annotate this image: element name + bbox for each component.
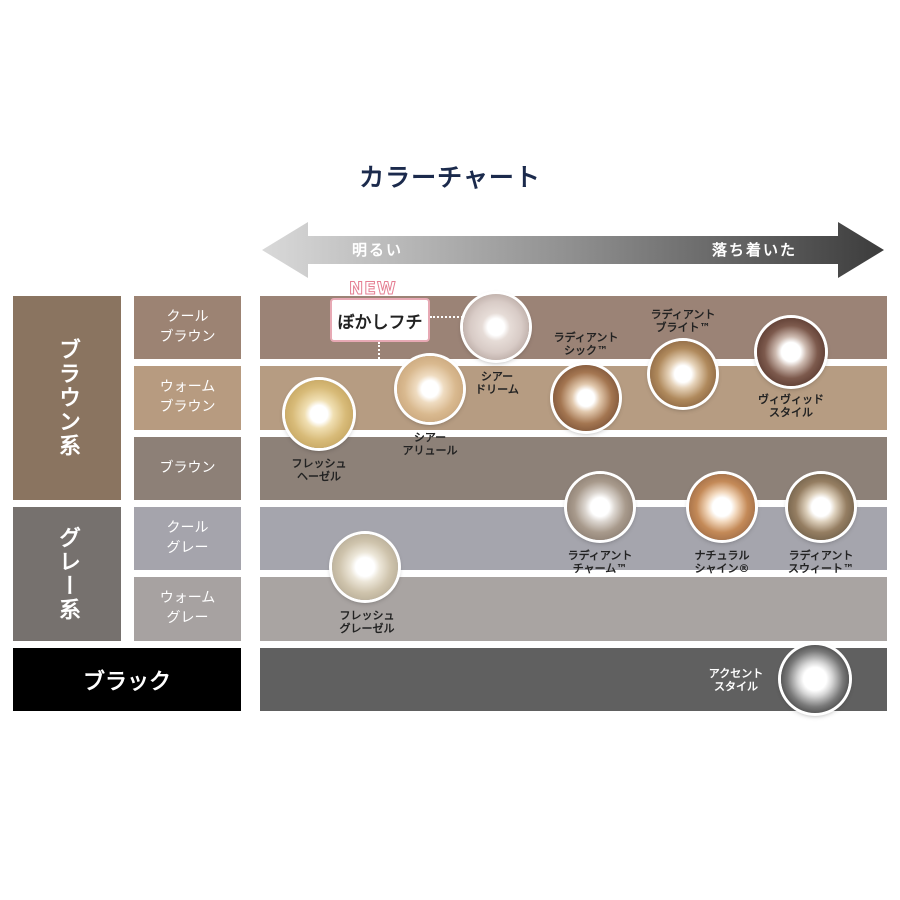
new-leader-line-right xyxy=(430,316,466,318)
group-label-brown: ブラウン系 xyxy=(55,338,80,458)
lens-label-fresh-gray-zel: フレッシュ グレーゼル xyxy=(339,609,395,636)
sub-label-warm-brown: ウォーム ブラウン xyxy=(159,379,216,415)
lens-radiant-charm xyxy=(567,474,633,540)
sub-cool-brown: クール ブラウン xyxy=(134,296,241,359)
sub-label-cool-gray: クール グレー xyxy=(166,519,209,556)
page-title: カラーチャート xyxy=(359,163,541,192)
lens-label-fresh-hazel: フレッシュ ヘーゼル xyxy=(291,457,347,484)
lens-label-sheer-dream: シアー ドリーム xyxy=(475,370,519,397)
lens-label-accent-style: アクセント スタイル xyxy=(708,667,764,694)
sub-brown: ブラウン xyxy=(134,437,241,500)
group-label-gray: グレー系 xyxy=(55,526,80,622)
group-label-black: ブラック xyxy=(82,669,171,695)
lens-fresh-hazel xyxy=(285,380,353,448)
arrow-label-calm: 落ち着いた xyxy=(712,241,798,259)
lens-label-radiant-sweet: ラディアント スウィート™ xyxy=(788,549,854,576)
lens-label-natural-shine: ナチュラル シャイン® xyxy=(694,549,750,576)
sub-warm-gray: ウォーム グレー xyxy=(134,577,241,641)
sub-warm-brown: ウォーム ブラウン xyxy=(134,366,241,430)
lens-radiant-bright xyxy=(650,341,716,407)
lens-label-radiant-chic: ラディアント シック™ xyxy=(553,331,619,358)
new-tag-label: ぼかしフチ xyxy=(337,312,423,333)
lens-fresh-gray-zel xyxy=(332,534,398,600)
new-badge: NEW xyxy=(349,279,397,300)
sub-label-warm-gray: ウォーム グレー xyxy=(159,590,216,626)
sub-label-brown: ブラウン xyxy=(159,459,216,476)
lens-radiant-sweet xyxy=(788,474,854,540)
lens-sheer-dream xyxy=(463,294,529,360)
lens-radiant-chic xyxy=(553,365,619,431)
lens-label-radiant-bright: ラディアント ブライト™ xyxy=(650,308,716,335)
sub-label-cool-brown: クール ブラウン xyxy=(159,308,216,345)
new-leader-line-down xyxy=(378,342,380,362)
new-tag: ぼかしフチ xyxy=(330,298,430,342)
lens-sheer-allure xyxy=(397,356,463,422)
lens-accent-style xyxy=(781,645,849,713)
group-black: ブラック xyxy=(13,648,241,711)
group-gray: グレー系 xyxy=(13,507,121,641)
lens-vivid-style xyxy=(757,318,825,386)
brightness-arrow xyxy=(262,222,884,278)
arrow-label-bright: 明るい xyxy=(352,241,404,259)
group-brown: ブラウン系 xyxy=(13,296,121,500)
lens-label-radiant-charm: ラディアント チャーム™ xyxy=(567,549,633,576)
lens-label-vivid-style: ヴィヴィッド スタイル xyxy=(758,393,824,420)
sub-cool-gray: クール グレー xyxy=(134,507,241,570)
lens-natural-shine xyxy=(689,474,755,540)
lens-label-sheer-allure: シアー アリュール xyxy=(402,431,458,458)
